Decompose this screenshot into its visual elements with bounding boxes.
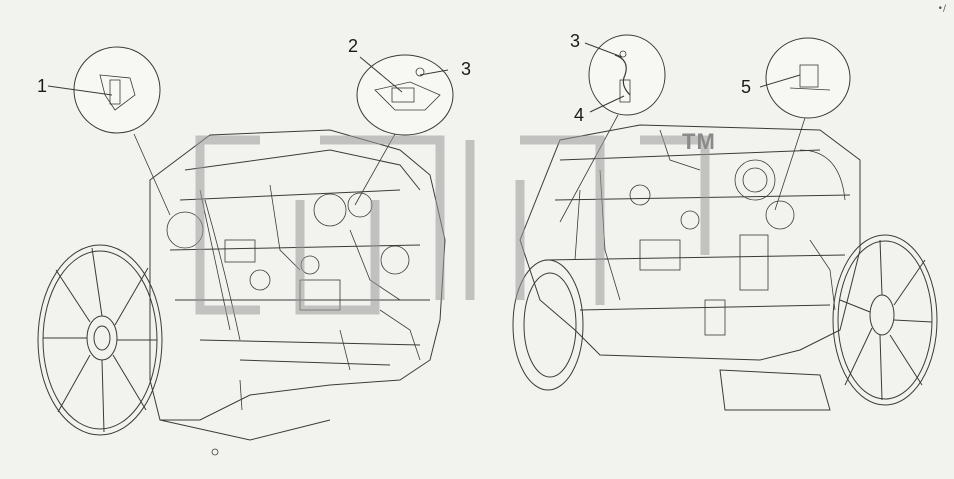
callout-4: 4 bbox=[574, 105, 585, 125]
right-fan bbox=[832, 234, 938, 406]
watermark-trademark: TM bbox=[682, 129, 716, 154]
detail-circle-3 bbox=[588, 34, 666, 116]
watermark-logo bbox=[195, 135, 710, 315]
corner-mark: •∕ bbox=[937, 4, 946, 14]
right-engine bbox=[512, 34, 938, 411]
left-engine bbox=[37, 46, 454, 456]
left-fan bbox=[37, 244, 163, 436]
callout-1: 1 bbox=[37, 76, 48, 96]
callout-5: 5 bbox=[741, 77, 752, 97]
callout-2: 2 bbox=[348, 36, 359, 56]
right-block bbox=[519, 124, 861, 361]
detail-circle-5 bbox=[765, 37, 851, 119]
callout-3-left: 3 bbox=[461, 59, 472, 79]
detail-circle-1 bbox=[73, 46, 161, 134]
callout-3-right: 3 bbox=[570, 31, 581, 51]
